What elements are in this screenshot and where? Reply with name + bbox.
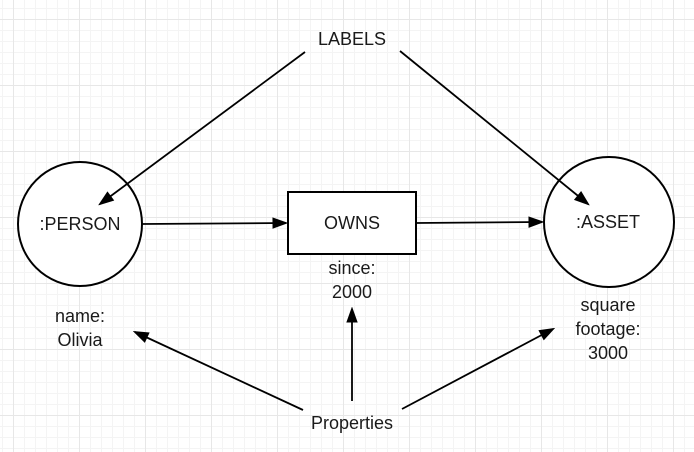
asset-property-line1: square <box>580 295 635 315</box>
labels-annotation: LABELS <box>318 29 386 49</box>
person-property-line1: name: <box>55 306 105 326</box>
arrow-labels-to-asset[interactable] <box>399 50 588 204</box>
arrow-labels-to-person[interactable] <box>100 51 306 204</box>
properties-annotation: Properties <box>311 413 393 433</box>
node-person-label: :PERSON <box>39 214 120 234</box>
asset-property-line3: 3000 <box>588 343 628 363</box>
owns-property-line1: since: <box>328 258 375 278</box>
arrow-properties-to-name[interactable] <box>135 332 304 411</box>
node-asset-label: :ASSET <box>576 212 640 232</box>
arrow-person-to-owns[interactable] <box>141 223 286 224</box>
owns-property-line2: 2000 <box>332 282 372 302</box>
person-property-line2: Olivia <box>57 330 103 350</box>
node-owns-label: OWNS <box>324 213 380 233</box>
asset-property-line2: footage: <box>575 319 640 339</box>
arrow-owns-to-asset[interactable] <box>415 222 542 223</box>
node-owns-rectangle[interactable] <box>287 191 417 255</box>
arrow-properties-to-footage[interactable] <box>401 329 553 410</box>
